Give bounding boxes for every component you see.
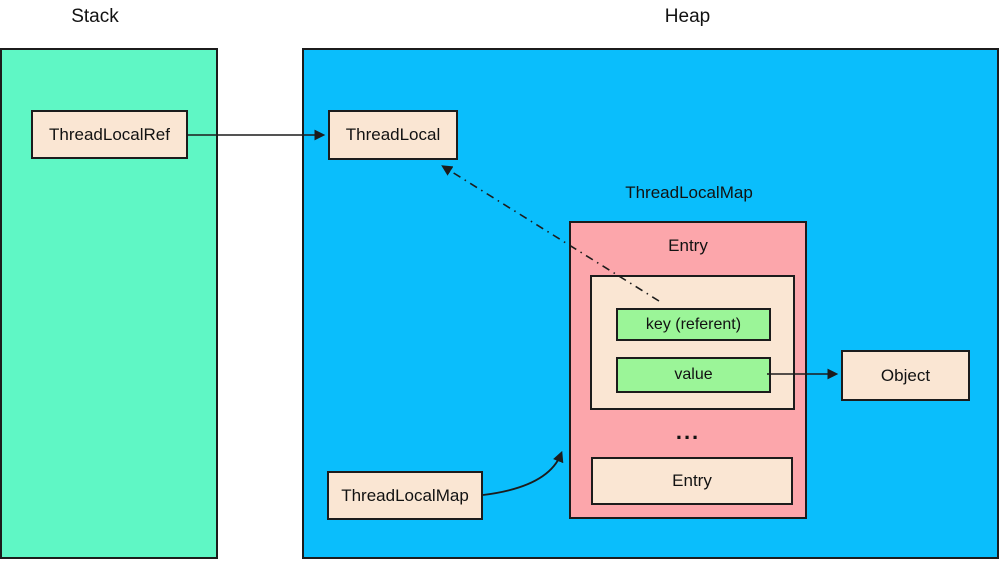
entry-box: key (referent) value: [590, 275, 795, 410]
threadlocalref-box: ThreadLocalRef: [31, 110, 188, 159]
threadlocalmap-box: ThreadLocalMap: [327, 471, 483, 520]
value-label: value: [674, 366, 713, 383]
stack-title: Stack: [71, 6, 119, 27]
threadlocalmap-container: Entry key (referent) value ... Entry: [569, 221, 807, 519]
heap-title: Heap: [664, 6, 711, 27]
threadlocalmap-box-label: ThreadLocalMap: [341, 485, 469, 505]
key-label: key (referent): [645, 315, 742, 333]
threadlocal-label: ThreadLocal: [345, 125, 441, 144]
ellipsis-label: ...: [675, 419, 701, 444]
value-slot: value: [616, 357, 771, 393]
entry-top-label: Entry: [668, 236, 708, 255]
entry-bottom-label: Entry: [672, 471, 712, 490]
object-box: Object: [841, 350, 970, 401]
threadlocal-box: ThreadLocal: [328, 110, 458, 160]
entry-bottom-box: Entry: [591, 457, 793, 505]
key-slot: key (referent): [616, 308, 771, 341]
threadlocalmap-title: ThreadLocalMap: [625, 183, 753, 202]
object-label: Object: [880, 365, 931, 385]
threadlocalref-label: ThreadLocalRef: [49, 124, 170, 144]
